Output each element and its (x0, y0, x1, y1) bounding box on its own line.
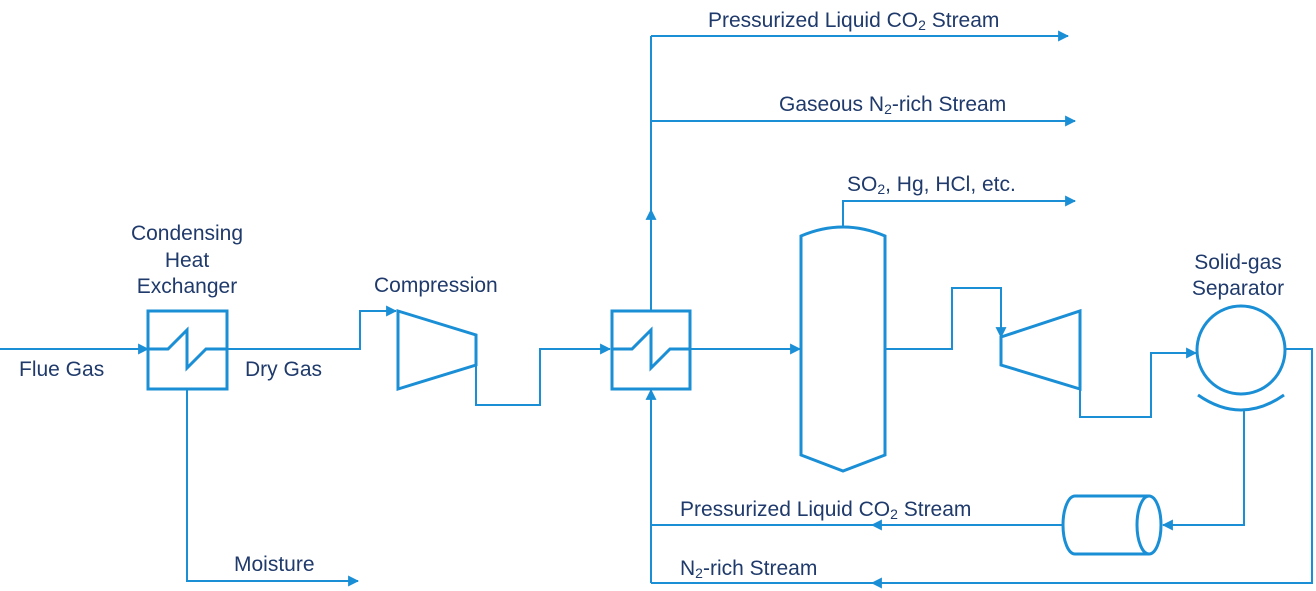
flue-gas-label: Flue Gas (19, 358, 105, 381)
compressor-outlet-line (475, 343, 612, 406)
dry-gas-label: Dry Gas (245, 358, 323, 381)
separator-to-vessel-line (1161, 410, 1245, 531)
separation-column (799, 225, 887, 473)
separator-base-arc (1197, 393, 1285, 412)
so2-outlet-line (842, 195, 1077, 228)
hx1-coil (149, 326, 226, 372)
expander (999, 308, 1082, 392)
condensing-heat-exchanger (146, 309, 229, 391)
compressor (396, 308, 478, 392)
moisture-line (186, 389, 360, 587)
expander-to-separator-line (1079, 347, 1198, 418)
storage-vessel (1061, 494, 1163, 556)
separator-gas-line (872, 348, 1313, 584)
moisture-label: Moisture (234, 553, 315, 576)
gaseous-n2-stream-label: Gaseous N2-rich Stream (779, 93, 1007, 117)
solid-gas-separator-label-2: Separator (1191, 277, 1285, 300)
condensing-heat-exchanger-label-3: Exchanger (136, 275, 238, 298)
dry-gas-line (227, 305, 398, 350)
solid-gas-separator-label-1: Solid-gas (1194, 251, 1282, 274)
condensing-heat-exchanger-label-2: Heat (164, 249, 210, 272)
column-to-expander-line (886, 287, 1007, 350)
hx2-coil (613, 326, 689, 372)
condensing-heat-exchanger-label-1: Condensing (130, 222, 244, 245)
compression-label: Compression (374, 274, 498, 297)
bottom-co2-stream-label: Pressurized Liquid CO2 Stream (680, 498, 972, 522)
heat-exchanger-2 (610, 309, 692, 391)
top-co2-stream-label: Pressurized Liquid CO2 Stream (708, 9, 1000, 33)
storage-vessel-end (1135, 494, 1150, 556)
n2-rich-stream-label: N2-rich Stream (680, 557, 818, 581)
solid-gas-separator (1195, 304, 1287, 396)
so2-hg-hcl-label: SO2, Hg, HCl, etc. (847, 173, 1016, 197)
